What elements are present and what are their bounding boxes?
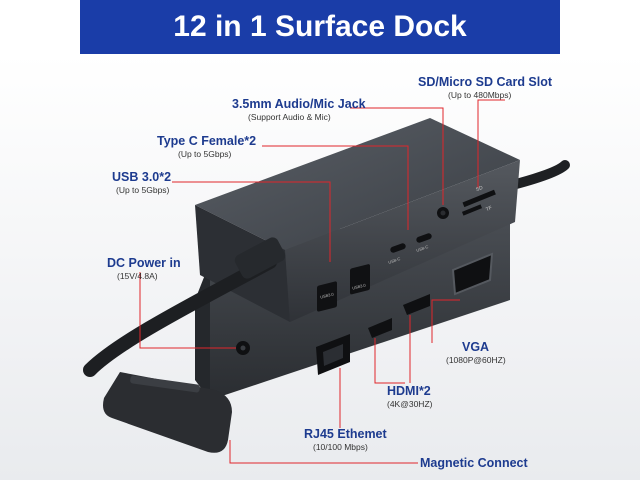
dc-power-sub: (15V/4.8A)	[117, 271, 158, 281]
vga-sub: (1080P@60HZ)	[446, 355, 506, 365]
magnetic-label: Magnetic Connect	[420, 456, 528, 470]
tf-slot-port	[461, 204, 483, 216]
usb-c-port-2	[416, 233, 432, 243]
callout-line-magnetic	[229, 440, 418, 464]
callout-line-hdmi	[374, 315, 411, 384]
dc-power-label: DC Power in	[107, 256, 181, 270]
sd-slot-label: SD/Micro SD Card Slot	[418, 75, 553, 89]
usb3-label: USB 3.0*2	[112, 170, 172, 184]
dock-lower-left	[195, 262, 210, 400]
callout-line-dc	[139, 272, 236, 349]
dock-upper-front	[285, 160, 520, 322]
hdmi-port-2	[403, 294, 430, 315]
usb3-port-1	[317, 281, 337, 312]
usb-c-port-1	[390, 243, 406, 253]
title-banner: 12 in 1 Surface Dock	[80, 0, 560, 54]
magnetic-connector	[103, 372, 232, 453]
hdmi-sub: (4K@30HZ)	[387, 399, 433, 409]
callout-line-sd	[477, 99, 505, 188]
sd-slot-port	[462, 189, 496, 208]
usb3-port-2	[350, 264, 370, 295]
type-c-label: Type C Female*2	[157, 134, 257, 148]
callout-line-audio	[350, 107, 444, 205]
hdmi-label: HDMI*2	[387, 384, 431, 398]
rj45-sub: (10/100 Mbps)	[313, 442, 368, 452]
sd-slot-sub: (Up to 480Mbps)	[448, 90, 512, 100]
cable-strain-relief	[234, 237, 286, 279]
callout-line-typec	[262, 145, 409, 230]
vga-label: VGA	[462, 340, 490, 354]
audio-sub: (Support Audio & Mic)	[248, 112, 331, 122]
type-c-sub: (Up to 5Gbps)	[178, 149, 232, 159]
vga-port	[451, 252, 494, 296]
rj45-label: RJ45 Ethemet	[304, 427, 387, 441]
hdmi-port-1	[368, 318, 392, 338]
callout-line-usb3	[172, 181, 331, 262]
usb3-sub: (Up to 5Gbps)	[116, 185, 170, 195]
audio-label: 3.5mm Audio/Mic Jack	[232, 97, 366, 111]
dock-upper-top	[195, 118, 520, 250]
callout-line-vga	[431, 299, 460, 343]
